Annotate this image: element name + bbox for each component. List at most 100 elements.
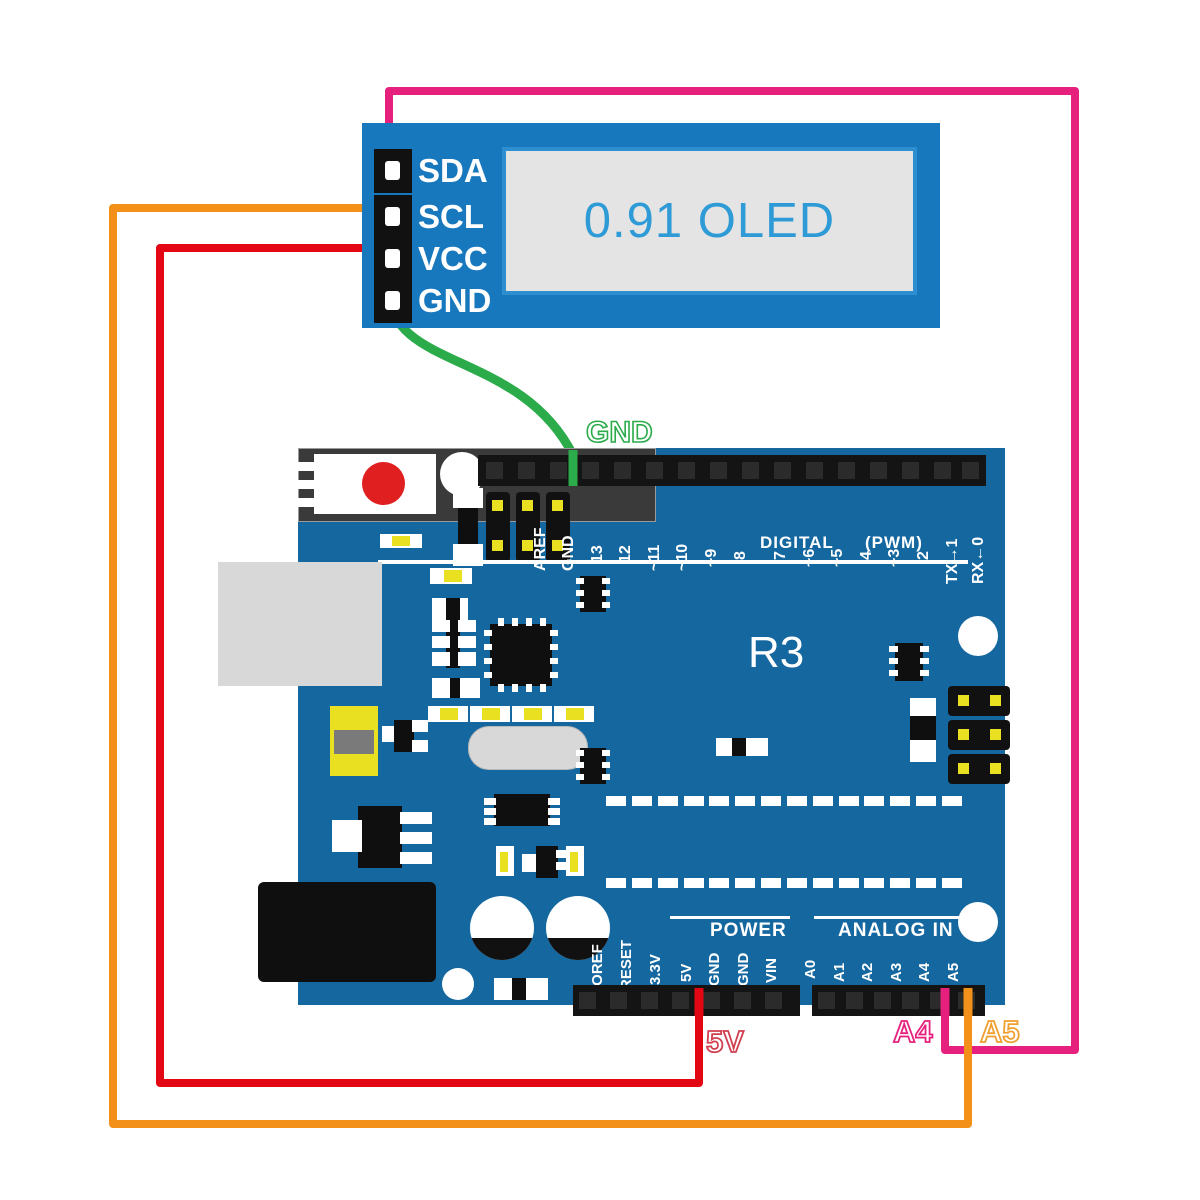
smd-pad: [526, 978, 548, 1000]
icsp-header-left[interactable]: [516, 492, 540, 562]
chip-pin: [576, 578, 584, 584]
oled-pin-vcc[interactable]: [374, 237, 412, 281]
smd-pad: [522, 854, 540, 872]
component-pad: [453, 488, 483, 508]
smd-pad: [910, 740, 936, 762]
oled-pin-label-gnd: GND: [418, 282, 492, 319]
power-section-label: POWER: [710, 920, 787, 941]
smd-resistor-body: [524, 708, 542, 720]
chip-pin: [548, 798, 560, 805]
chip-pin: [548, 808, 560, 815]
analog-header[interactable]: [812, 985, 985, 1016]
oled-pin-scl[interactable]: [374, 195, 412, 239]
smd-resistor-body: [500, 852, 508, 872]
chip-pin: [602, 590, 610, 596]
wire-label-gnd: GND: [586, 416, 653, 449]
icsp-header-right[interactable]: [948, 754, 1010, 784]
power-header[interactable]: [573, 985, 800, 1016]
oled-screen-label: 0.91 OLED: [583, 194, 836, 248]
chip-pin: [889, 670, 898, 676]
chip-pin: [484, 798, 496, 805]
chip-pin: [498, 684, 504, 692]
chip-pin: [889, 646, 898, 652]
regulator-pin: [400, 852, 432, 864]
smd-pad: [458, 620, 476, 632]
chip-pin: [512, 684, 518, 692]
icsp-header-right[interactable]: [948, 720, 1010, 750]
smd-pad: [460, 678, 480, 698]
transistor: [394, 720, 414, 752]
regulator-pin: [400, 832, 432, 844]
smd-pad: [432, 678, 452, 698]
chip-pin: [576, 590, 584, 596]
pin-hole: [385, 161, 400, 180]
silk-notch: [297, 462, 323, 471]
chip-pin: [889, 658, 898, 664]
oled-pin-gnd[interactable]: [374, 279, 412, 323]
oled-pin-label-vcc: VCC: [418, 240, 488, 277]
digital-section-label: DIGITAL: [760, 533, 834, 552]
board-version-label: R3: [748, 628, 805, 677]
wire-label-a4: A4: [893, 1014, 933, 1049]
chip-pin: [484, 658, 492, 664]
smd-component: [512, 978, 530, 1000]
chip-pin: [550, 672, 558, 678]
chip-pin: [602, 762, 610, 768]
smd-component: [446, 598, 460, 668]
capacitor-band: [334, 730, 374, 754]
led-component: [458, 496, 478, 554]
smd-resistor-body: [444, 570, 462, 582]
analog-section-label: ANALOG IN: [838, 920, 954, 941]
pin-hole: [385, 249, 400, 268]
chip-pin: [540, 618, 546, 626]
smd-pad: [910, 698, 936, 720]
electrolytic-capacitor: [546, 896, 610, 960]
chip-pin: [576, 762, 584, 768]
mounting-hole: [958, 902, 998, 942]
crystal-oscillator: [468, 726, 588, 770]
chip-pin: [484, 808, 496, 815]
scl-wire: [109, 204, 972, 1128]
sda-wire: [385, 87, 1079, 1054]
smd-component: [732, 738, 748, 756]
oled-module: 0.91 OLED SDA SCL VCC GND: [362, 123, 940, 328]
smd-pad: [746, 738, 768, 756]
smd-pad: [412, 720, 428, 732]
chip-pin: [526, 618, 532, 626]
chip-pin: [550, 630, 558, 636]
chip-pin: [920, 658, 929, 664]
smd-component: [910, 716, 936, 742]
silk-notch: [297, 498, 323, 507]
smd-pad: [458, 636, 476, 648]
reset-button[interactable]: [362, 462, 405, 505]
chip-pin: [540, 684, 546, 692]
chip-pin: [512, 618, 518, 626]
smd-chip: [580, 748, 606, 784]
transistor: [536, 846, 558, 878]
silk-divider: [814, 916, 974, 919]
smd-resistor-body: [440, 708, 458, 720]
oled-pin-sda[interactable]: [374, 149, 412, 193]
chip-pin: [484, 644, 492, 650]
chip-pin: [550, 658, 558, 664]
icsp-header-left[interactable]: [546, 492, 570, 562]
regulator-pin: [400, 812, 432, 824]
smd-pad: [432, 652, 450, 666]
smd-pad: [432, 636, 450, 648]
icsp-header-left[interactable]: [486, 492, 510, 562]
silk-notch: [297, 480, 323, 489]
digital-header[interactable]: [478, 455, 986, 486]
smd-chip: [895, 643, 923, 681]
icsp-header-right[interactable]: [948, 686, 1010, 716]
mounting-hole: [958, 616, 998, 656]
chip-pin: [602, 578, 610, 584]
chip-pin: [526, 684, 532, 692]
chip-pin: [920, 670, 929, 676]
wire-label-5v: 5V: [706, 1024, 744, 1059]
silk-divider: [670, 916, 790, 919]
chip-pin: [484, 818, 496, 825]
chip-pin: [556, 862, 570, 870]
digital-pwm-label: (PWM): [865, 533, 923, 552]
